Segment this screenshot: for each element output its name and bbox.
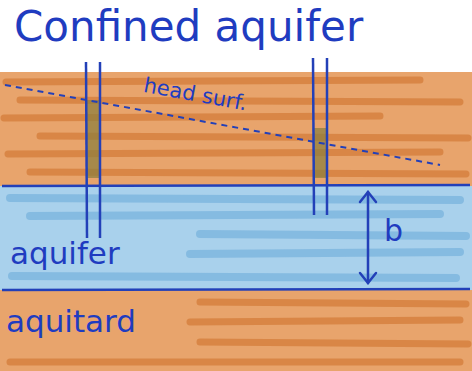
layer-boundary [2,185,470,186]
upper-aquitard-band [0,72,472,186]
layer-band: aquitard [0,290,472,371]
layer-label: aquifer [10,236,120,270]
well-casing [313,58,314,215]
well-casing [99,62,102,238]
aquifer-band-fill [0,186,472,290]
layer-label: aquitard [6,304,136,338]
water-texture [10,198,466,278]
diagram-title: Confined aquifer [14,4,363,50]
well-casing [326,58,329,215]
thickness-arrow [360,192,376,283]
aquitard-band-fill [0,290,472,371]
thickness-label: b [384,214,403,247]
well-water [314,128,326,178]
well-casing [86,62,87,238]
well-water [87,100,99,178]
layer-boundary [2,289,470,290]
